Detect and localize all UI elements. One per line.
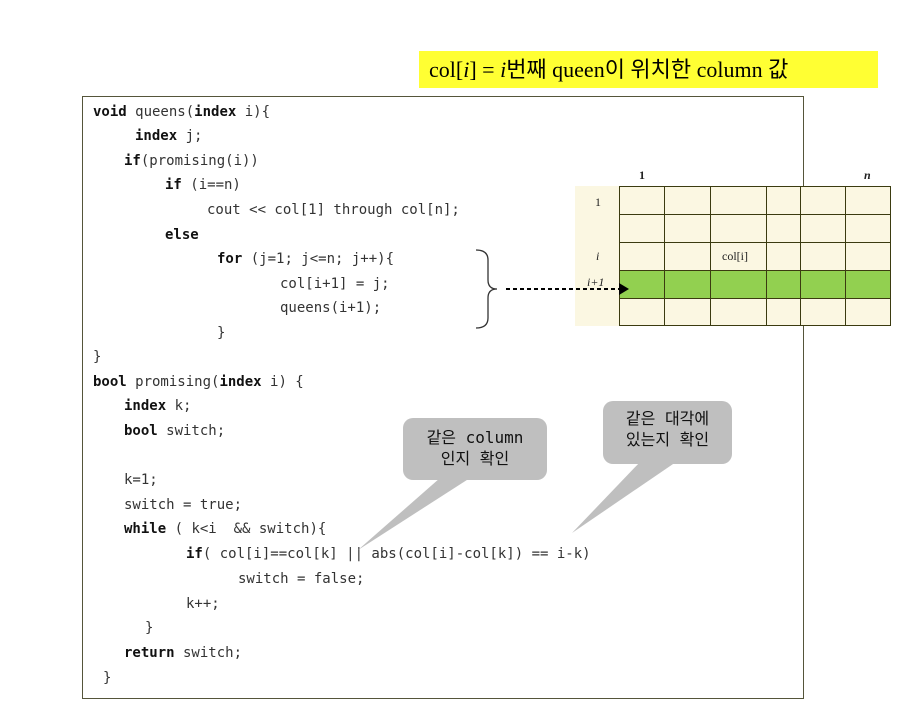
board-cell [664,214,711,243]
row-label-column [575,186,620,326]
bubble-same-column: 같은 column 인지 확인 [403,418,547,480]
code-line-4: if (i==n) [165,177,241,193]
board-cell [619,186,665,215]
code-line-18: if( col[i]==col[k] || abs(col[i]-col[k])… [186,546,591,562]
title-var-i-2: i [500,57,507,82]
bubble-tail-diagonal [572,462,676,533]
code-line-8: col[i+1] = j; [280,276,390,292]
title-var-i: i [463,57,470,82]
board-cell [664,298,711,326]
board-cell [800,298,846,326]
code-line-20: k++; [186,596,220,612]
board-cell-highlighted [664,270,711,299]
board-cell [710,298,767,326]
code-line-9: queens(i+1); [280,300,382,316]
bubble-same-diagonal-line-1: 같은 대각에 [625,409,710,428]
bubble-same-column-line-1: 같은 column [426,428,524,447]
loop-bracket [475,249,498,329]
bubble-same-column-line-2: 인지 확인 [440,449,510,468]
code-line-19: switch = false; [238,571,365,587]
row-label-first: 1 [595,195,601,209]
code-line-14: bool switch; [124,423,226,439]
code-line-15: k=1; [124,472,158,488]
board-cell [800,214,846,243]
code-frame [82,96,804,699]
code-line-1: void queens(index i){ [93,104,271,120]
title-text-3: 번째 queen이 위치한 column 값 [506,57,789,82]
title-text-2: ] = [469,57,501,82]
row-label-i-plus-1: i+1 [587,275,605,289]
code-line-10: } [217,325,226,341]
cell-label-col-i: col[i] [722,249,748,263]
board-cell [845,242,891,271]
board-cell [845,186,891,215]
bubble-same-diagonal-line-2: 있는지 확인 [625,430,710,449]
title-text-1: col[ [429,57,464,82]
code-line-16: switch = true; [124,497,243,513]
code-line-23: } [103,670,112,686]
board-cell [710,242,767,271]
code-line-2: index j; [135,128,203,144]
code-line-22: return switch; [124,645,243,661]
arrow-head [619,283,629,295]
board-cell [845,214,891,243]
board-cell [766,298,801,326]
board-cell [664,186,711,215]
col-label-first: 1 [639,168,645,182]
code-line-6: else [165,227,199,243]
bubble-same-diagonal: 같은 대각에 있는지 확인 [603,401,732,464]
code-line-17: while ( k<i && switch){ [124,521,327,537]
code-line-7: for (j=1; j<=n; j++){ [217,251,395,267]
code-line-11: } [93,349,102,365]
code-line-5: cout << col[1] through col[n]; [207,202,460,218]
board-cell [619,298,665,326]
board-cell-highlighted [800,270,846,299]
code-line-12: bool promising(index i) { [93,374,304,390]
title-caption: col[i] = i번째 queen이 위치한 column 값 [419,51,878,88]
board-grid [619,186,891,326]
bubble-tail-column [358,478,470,550]
code-line-3: if(promising(i)) [124,153,259,169]
code-line-13: index k; [124,398,192,414]
board-cell [845,298,891,326]
code-line-21: } [145,620,154,636]
col-label-last: n [864,168,871,182]
row-label-i: i [596,249,600,263]
